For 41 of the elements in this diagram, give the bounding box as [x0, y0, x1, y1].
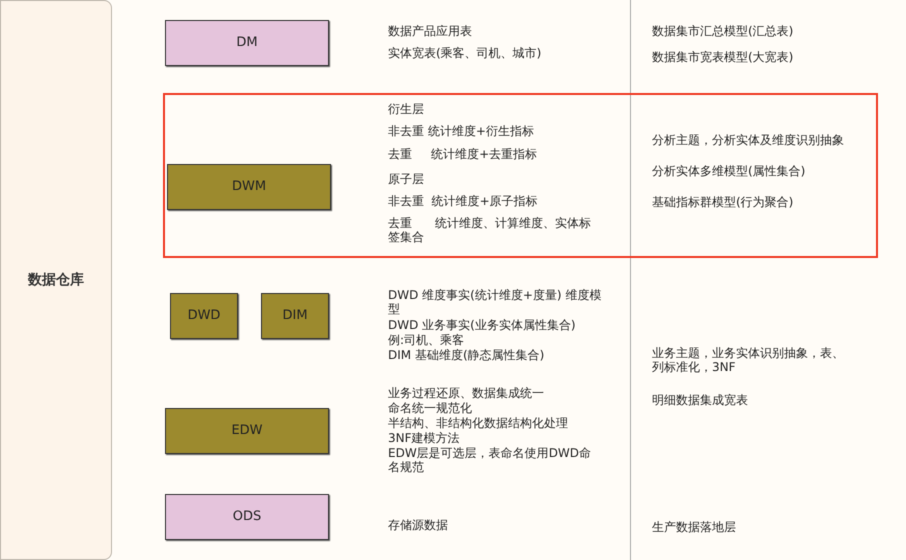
description-text: 实体宽表(乘客、司机、城市): [388, 46, 542, 60]
description-text: 非去重 统计维度+原子指标: [388, 194, 539, 208]
description-text: 业务主题，业务实体识别抽象，表、列标准化，3NF: [652, 346, 845, 374]
layer-name: DWD: [188, 307, 220, 326]
description-text: 3NF建模方法: [388, 431, 461, 445]
layer-box: [165, 494, 329, 540]
description-text: 去重 统计维度+去重指标: [388, 147, 538, 161]
layer-name: ODS: [232, 508, 262, 526]
description-text: 数据集市宽表模型(大宽表): [652, 50, 794, 64]
description-text: 业务过程还原、数据集成统一: [388, 386, 545, 400]
description-text: DWD 维度事实(统计维度+度量) 维度模型: [388, 288, 602, 316]
description-text: DIM 基础维度(静态属性集合): [388, 348, 546, 362]
layer-name: 数据仓库: [28, 270, 84, 290]
description-text: 数据产品应用表: [388, 24, 473, 38]
description-text: 分析实体多维模型(属性集合): [652, 164, 806, 178]
description-text: DWD 业务事实(业务实体属性集合): [388, 318, 577, 332]
description-text: 生产数据落地层: [652, 520, 737, 534]
description-text: 去重 统计维度、计算维度、实体标签集合: [388, 216, 592, 244]
layer-name: EDW: [231, 422, 263, 440]
description-text: 分析主题，分析实体及维度识别抽象: [652, 133, 845, 147]
layer-name: DWM: [232, 178, 266, 196]
description-text: 衍生层: [388, 102, 425, 116]
description-text: 明细数据集成宽表: [652, 393, 749, 407]
description-text: EDW层是可选层，表命名使用DWD命名规范: [388, 446, 592, 474]
layer-box: [167, 164, 331, 210]
description-text: 半结构、非结构化数据结构化处理: [388, 416, 569, 430]
layer-box: [170, 293, 238, 339]
layer-box: [165, 20, 329, 66]
layer-name: DIM: [282, 307, 308, 326]
description-text: 基础指标群模型(行为聚合): [652, 195, 794, 209]
layer-name: DM: [236, 34, 258, 52]
description-text: 数据集市汇总模型(汇总表): [652, 24, 794, 38]
layer-box: [261, 293, 329, 339]
description-text: 非去重 统计维度+衍生指标: [388, 124, 535, 138]
description-text: 命名统一规范化: [388, 401, 473, 415]
highlight-frame: [163, 93, 878, 258]
description-text: 例:司机、乘客: [388, 333, 466, 347]
description-text: 原子层: [388, 172, 425, 186]
layer-box: [165, 408, 329, 454]
side-panel: [0, 0, 112, 560]
description-text: 存储源数据: [388, 518, 449, 532]
